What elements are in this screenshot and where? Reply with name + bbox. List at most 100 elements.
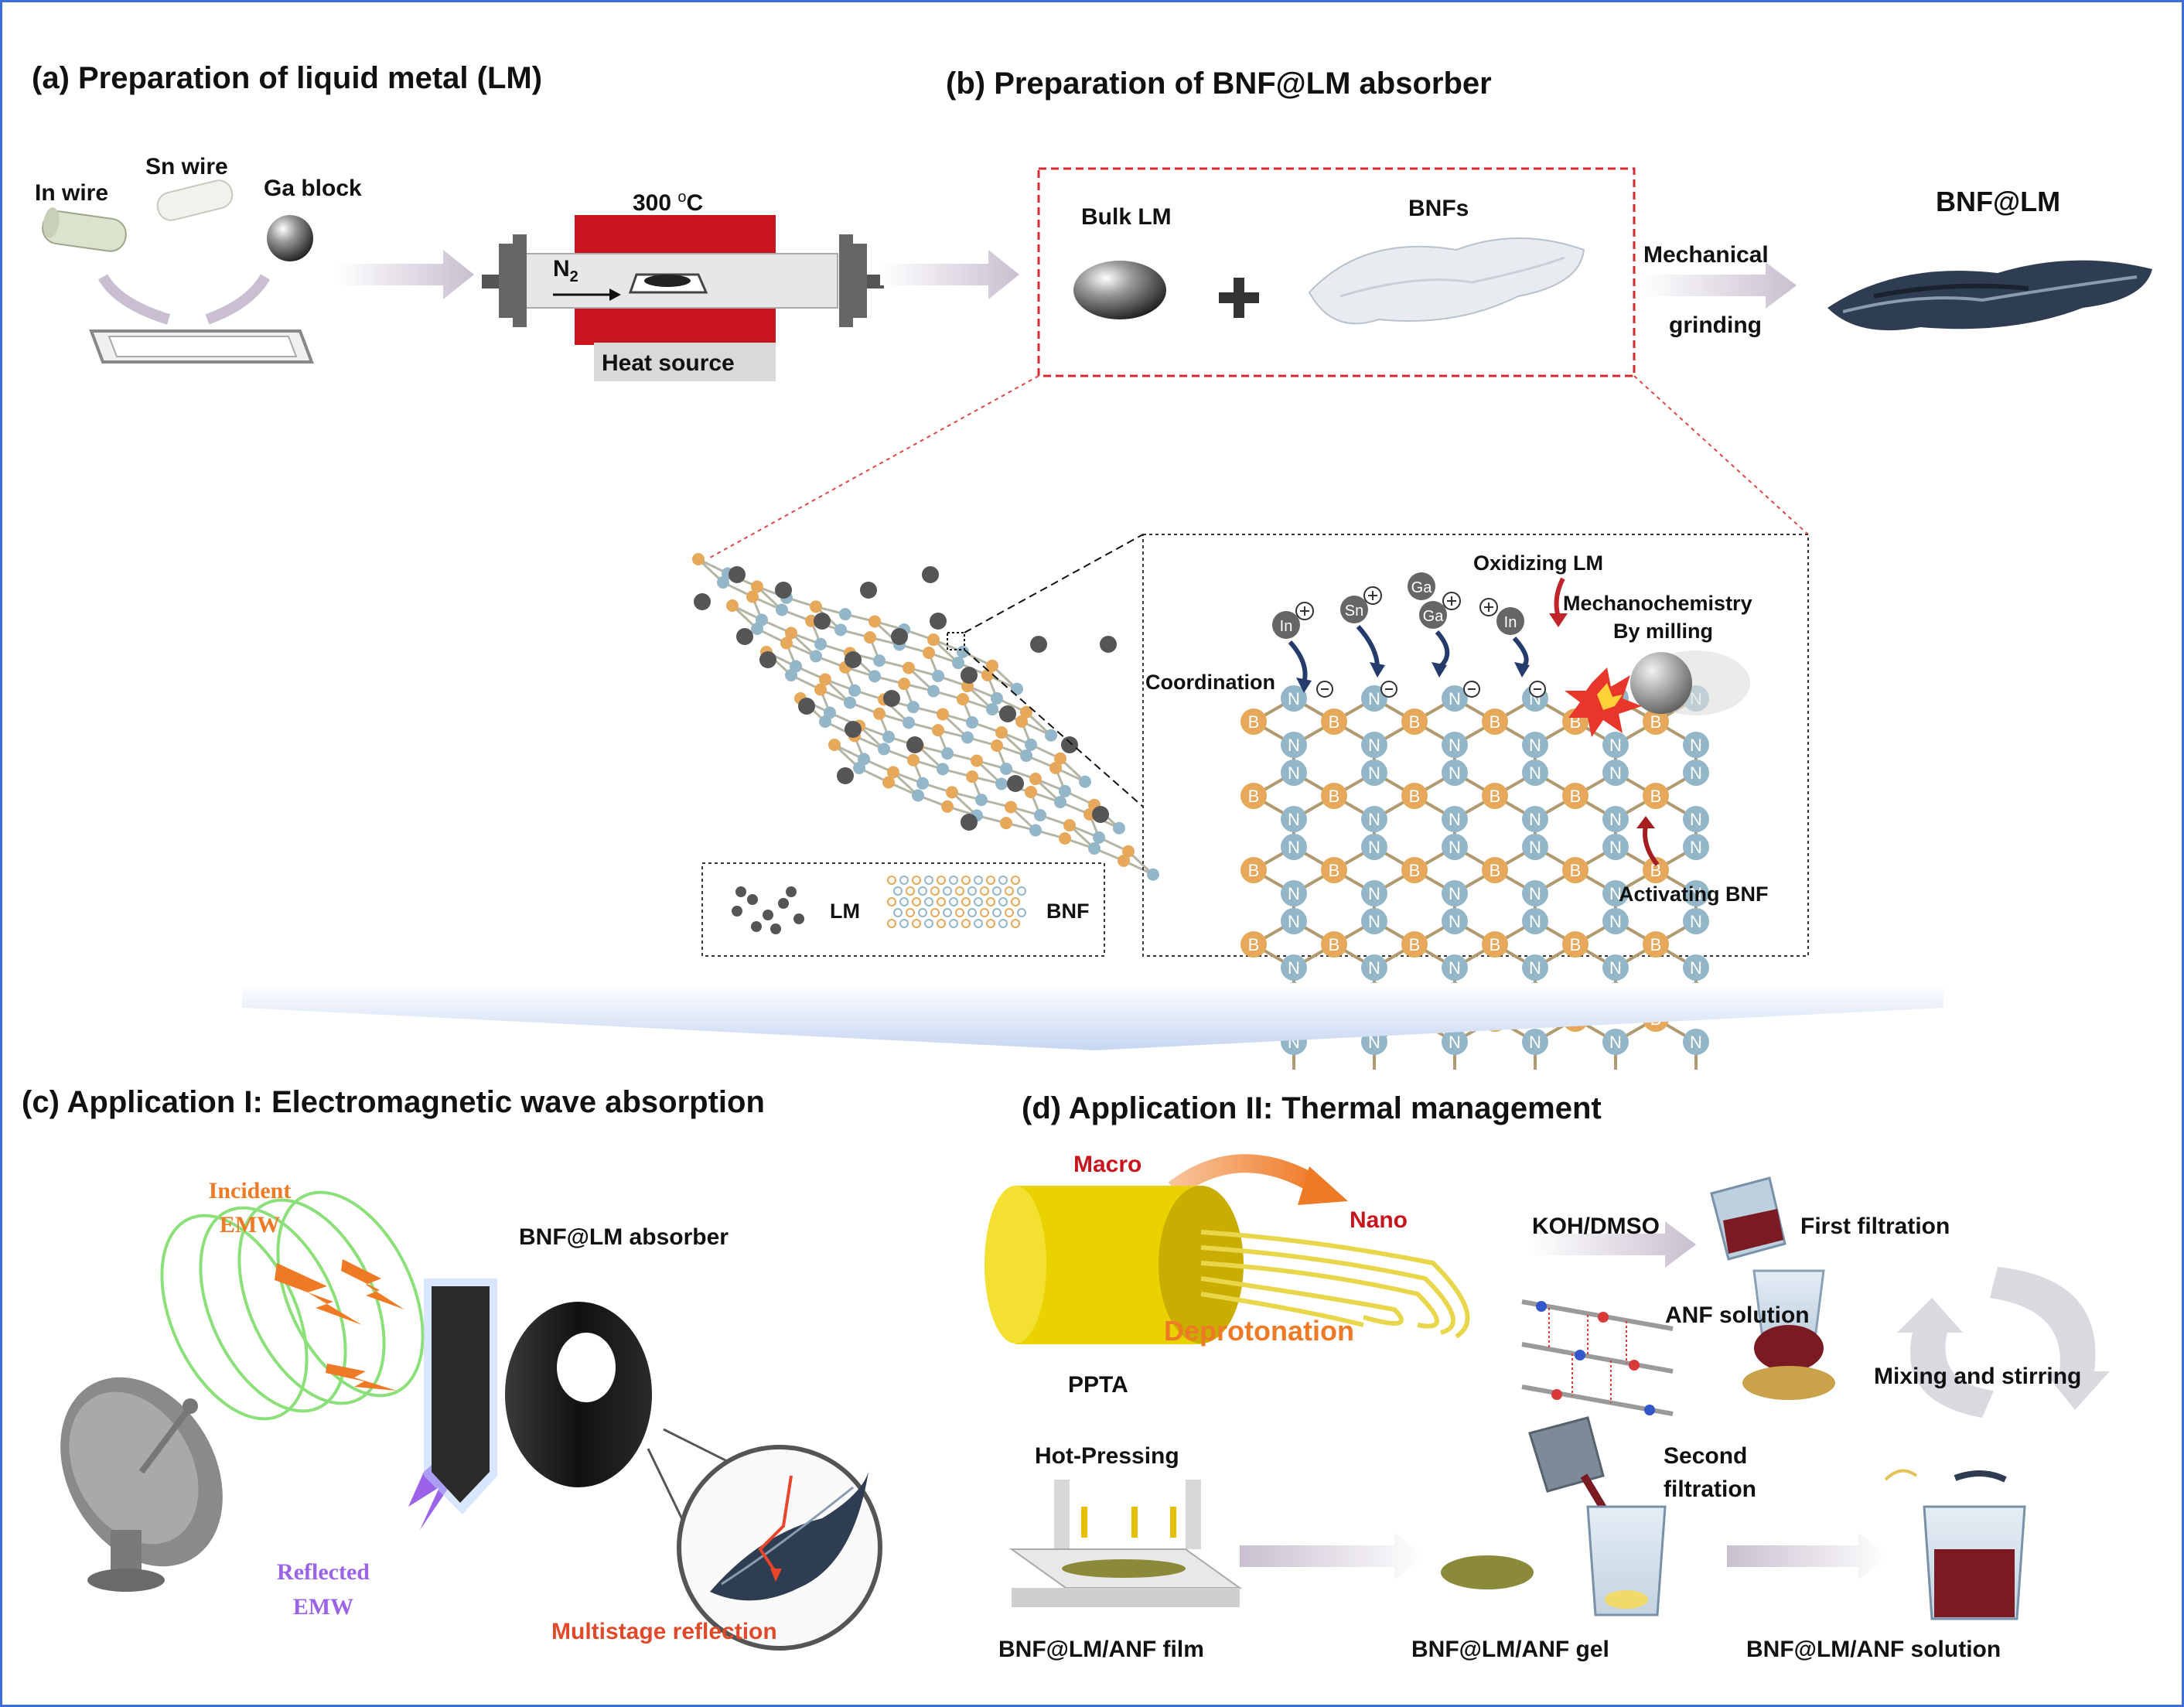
- bn-atom: [995, 726, 1008, 739]
- nitrogen-label: N: [1368, 958, 1380, 978]
- nitrogen-label: N: [1449, 884, 1461, 903]
- boron-label: B: [1409, 712, 1421, 732]
- nitrogen-label: N: [1288, 689, 1300, 708]
- nitrogen-atom: [1602, 1029, 1629, 1055]
- incident-emw-label: EMW: [219, 1212, 281, 1238]
- boron-atom: [1321, 708, 1347, 735]
- legend-lm-dot: [732, 906, 742, 917]
- boron-label: B: [1490, 787, 1501, 806]
- zoom-guide-left: [709, 375, 1039, 558]
- bn-atom: [726, 599, 739, 612]
- activating-arrow: [1643, 825, 1660, 866]
- heat-source-label: Heat source: [602, 350, 735, 376]
- nitrogen-atom: [1522, 908, 1548, 934]
- legend-lm-dot: [735, 886, 746, 897]
- bn-atom: [1118, 854, 1130, 867]
- bn-honeycomb-detail: BNNBNNBNNBNNBNNBNNBNNBNNBNNBNNBNNBNNBNNB…: [1240, 685, 1709, 1070]
- ga-block-sphere: [267, 215, 313, 261]
- nitrogen-atom: [1442, 806, 1468, 832]
- boron-label: B: [1490, 712, 1501, 732]
- bn-atom: [966, 770, 978, 784]
- lm-particle: [814, 613, 831, 630]
- bn-atom: [785, 669, 797, 681]
- lm-particle: [1030, 636, 1047, 653]
- legend-hex-cell: [930, 908, 940, 917]
- metal-ion: [1340, 596, 1368, 623]
- metal-ion-label: In: [1504, 614, 1517, 631]
- bn-atom: [1059, 784, 1071, 797]
- bn-atom: [776, 603, 788, 616]
- legend-hex-cell: [887, 897, 896, 906]
- nitrogen-atom: [1442, 880, 1468, 906]
- pouring-beaker-2: [1528, 1416, 1611, 1517]
- lm-particle: [906, 736, 923, 753]
- bn-atom: [903, 661, 915, 674]
- bn-atom: [751, 623, 763, 635]
- bn-atom: [868, 670, 881, 683]
- legend-hex-cell: [899, 897, 909, 906]
- process-arrow-6: [1240, 1533, 1425, 1579]
- nitrogen-label: N: [1368, 736, 1380, 755]
- macro-label: Macro: [1073, 1152, 1142, 1177]
- by-milling-label: By milling: [1613, 620, 1714, 643]
- bn-atom: [1054, 796, 1066, 809]
- nitrogen-atom: [1442, 908, 1468, 934]
- lm-particle: [1007, 775, 1024, 792]
- lm-particle: [883, 690, 900, 707]
- nitrogen-label: N: [1288, 810, 1300, 829]
- bn-atom: [981, 668, 994, 681]
- mixing-stirring-label: Mixing and stirring: [1874, 1364, 2082, 1389]
- bn-atom: [932, 670, 944, 683]
- nitrogen-atom: [1281, 954, 1307, 981]
- nitrogen-label: N: [1449, 810, 1461, 829]
- legend-hex-cell: [961, 919, 971, 928]
- boron-atom: [1321, 931, 1347, 958]
- nitrogen-label: N: [1288, 884, 1300, 903]
- lm-particle: [759, 651, 776, 668]
- bn-atom: [927, 633, 940, 647]
- bn-atom: [1113, 821, 1125, 835]
- sn-wire-label: Sn wire: [145, 154, 228, 179]
- legend-hex-cell: [912, 876, 921, 885]
- legend-hex-cell: [912, 897, 921, 906]
- boron-atom: [1482, 931, 1508, 958]
- metal-ion: [1419, 601, 1447, 629]
- bn-atom: [868, 615, 881, 628]
- boron-atom: [1643, 857, 1669, 883]
- legend-hex-cell: [949, 876, 958, 885]
- nitrogen-label: N: [1690, 810, 1702, 829]
- bulk-lm-label: Bulk LM: [1081, 204, 1172, 230]
- legend-lm-dot: [763, 910, 773, 920]
- section-divider-band: [242, 983, 1943, 1050]
- hot-pressing-label: Hot-Pressing: [1035, 1443, 1179, 1469]
- legend-lm-dot: [751, 921, 762, 932]
- legend-hex-cell: [955, 908, 964, 917]
- legend-hex-cell: [967, 908, 977, 917]
- bn-atom: [873, 654, 886, 667]
- legend-hex-cell: [961, 876, 971, 885]
- zoom-guide-right: [1633, 375, 1809, 535]
- beaker-bnf-lm-anf-solution: [1884, 1469, 2026, 1620]
- legend-hex-cell: [1017, 886, 1026, 896]
- nitrogen-label: N: [1368, 884, 1380, 903]
- legend-hex-cell: [1011, 897, 1020, 906]
- lm-particle: [961, 814, 978, 831]
- coordination-arrow: [1356, 625, 1380, 668]
- bn-atom: [785, 626, 797, 640]
- coordination-arrow: [1435, 630, 1450, 670]
- nitrogen-label: N: [1449, 736, 1461, 755]
- beaker-second-filtration: [1586, 1505, 1667, 1617]
- bn-atom: [844, 696, 856, 709]
- tube-furnace: [482, 215, 884, 345]
- bn-atom: [853, 762, 865, 774]
- bn-atom: [957, 693, 969, 706]
- nitrogen-atom: [1361, 760, 1387, 786]
- legend-hex-cell: [992, 908, 1002, 917]
- nitrogen-atom: [1683, 760, 1709, 786]
- boron-label: B: [1570, 861, 1582, 880]
- lm-particle: [845, 651, 862, 668]
- zoom-circle-multistage: [677, 1445, 882, 1651]
- nitrogen-atom: [1442, 685, 1468, 712]
- precursor-dashed-box: [1037, 167, 1636, 377]
- boron-label: B: [1650, 935, 1662, 954]
